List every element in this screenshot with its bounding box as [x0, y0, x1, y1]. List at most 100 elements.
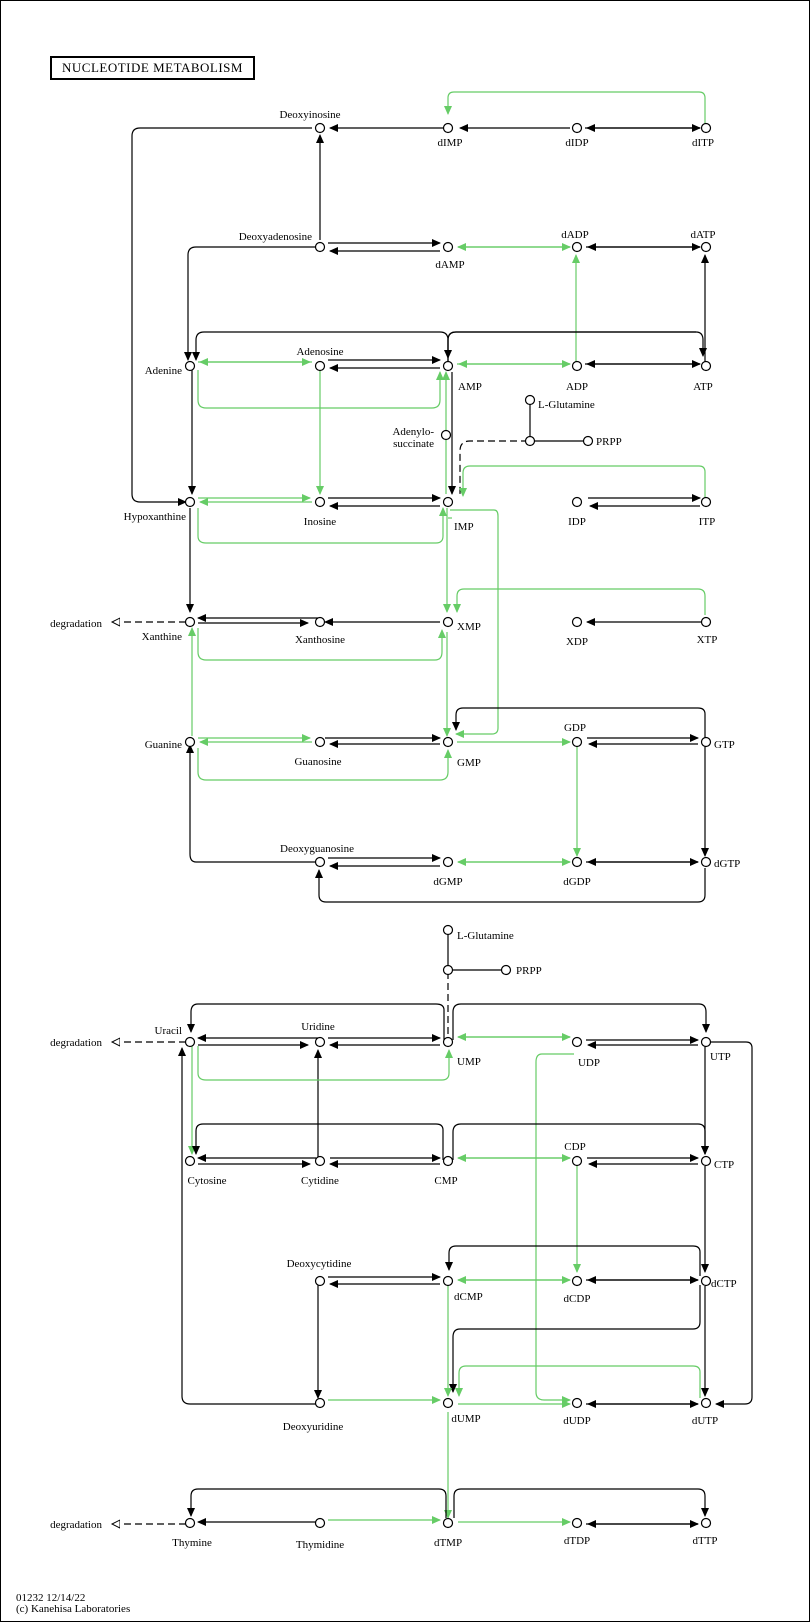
node-gmp[interactable] [442, 736, 454, 748]
node-uridine[interactable] [314, 1036, 326, 1048]
label-prpp-bottom: PRPP [516, 965, 542, 977]
map-title: NUCLEOTIDE METABOLISM [50, 56, 255, 80]
node-dutp[interactable] [700, 1397, 712, 1409]
label-udp: UDP [578, 1057, 600, 1069]
label-dgmp: dGMP [433, 876, 462, 888]
node-cytidine[interactable] [314, 1155, 326, 1167]
node-deoxyguanosine[interactable] [314, 856, 326, 868]
node-adenylosuccinate[interactable] [440, 429, 452, 441]
label-succinate: succinate [393, 438, 434, 450]
node-cdp[interactable] [571, 1155, 583, 1167]
node-deoxycytidine[interactable] [314, 1275, 326, 1287]
label-xmp: XMP [457, 621, 481, 633]
node-udp[interactable] [571, 1036, 583, 1048]
node-deoxyadenosine[interactable] [314, 241, 326, 253]
node-prpp-bottom[interactable] [500, 964, 512, 976]
node-deoxyuridine[interactable] [314, 1397, 326, 1409]
node-atp[interactable] [700, 360, 712, 372]
node-dtdp[interactable] [571, 1517, 583, 1529]
label-cytosine: Cytosine [187, 1175, 226, 1187]
label-dctp: dCTP [711, 1278, 737, 1290]
node-utp[interactable] [700, 1036, 712, 1048]
node-guanosine[interactable] [314, 736, 326, 748]
label-xtp: XTP [697, 634, 718, 646]
label-ctp: CTP [714, 1159, 734, 1171]
node-lglutamine-bottom[interactable] [442, 924, 454, 936]
node-hypoxanthine[interactable] [184, 496, 196, 508]
label-cdp: CDP [564, 1141, 585, 1153]
node-gtp[interactable] [700, 736, 712, 748]
label-gmp: GMP [457, 757, 481, 769]
node-ump[interactable] [442, 1036, 454, 1048]
node-thymine[interactable] [184, 1517, 196, 1529]
node-adenine[interactable] [184, 360, 196, 372]
node-ctp[interactable] [700, 1155, 712, 1167]
node-dadp[interactable] [571, 241, 583, 253]
node-junction-top [524, 435, 536, 447]
label-ump: UMP [457, 1056, 481, 1068]
node-didp[interactable] [571, 122, 583, 134]
node-damp[interactable] [442, 241, 454, 253]
node-xtp[interactable] [700, 616, 712, 628]
node-inosine[interactable] [314, 496, 326, 508]
node-dgtp[interactable] [700, 856, 712, 868]
label-dimp: dIMP [437, 137, 462, 149]
node-uracil[interactable] [184, 1036, 196, 1048]
node-dump[interactable] [442, 1397, 454, 1409]
node-thymidine[interactable] [314, 1517, 326, 1529]
label-didp: dIDP [565, 137, 588, 149]
label-damp: dAMP [435, 259, 464, 271]
node-amp[interactable] [442, 360, 454, 372]
label-cytidine: Cytidine [301, 1175, 339, 1187]
node-cytosine[interactable] [184, 1155, 196, 1167]
node-dttp[interactable] [700, 1517, 712, 1529]
node-dtmp[interactable] [442, 1517, 454, 1529]
node-deoxyinosine[interactable] [314, 122, 326, 134]
label-utp: UTP [710, 1051, 731, 1063]
node-imp[interactable] [442, 496, 454, 508]
node-xdp[interactable] [571, 616, 583, 628]
node-idp[interactable] [571, 496, 583, 508]
node-adenosine[interactable] [314, 360, 326, 372]
label-lglutamine-bottom: L-Glutamine [457, 930, 514, 942]
node-itp[interactable] [700, 496, 712, 508]
label-itp: ITP [699, 516, 716, 528]
node-xanthosine[interactable] [314, 616, 326, 628]
label-deoxyinosine: Deoxyinosine [279, 109, 340, 121]
label-idp: IDP [568, 516, 586, 528]
node-cmp[interactable] [442, 1155, 454, 1167]
label-uracil: Uracil [155, 1025, 182, 1037]
node-adp[interactable] [571, 360, 583, 372]
label-thymidine: Thymidine [296, 1539, 344, 1551]
label-xanthosine: Xanthosine [295, 634, 345, 646]
node-datp[interactable] [700, 241, 712, 253]
label-dump: dUMP [451, 1413, 480, 1425]
node-guanine[interactable] [184, 736, 196, 748]
node-lglutamine-top[interactable] [524, 394, 536, 406]
node-dimp[interactable] [442, 122, 454, 134]
footer-map-id: 01232 12/14/22 [16, 1592, 86, 1604]
node-ditp[interactable] [700, 122, 712, 134]
label-adenine: Adenine [145, 365, 182, 377]
node-xmp[interactable] [442, 616, 454, 628]
node-xanthine[interactable] [184, 616, 196, 628]
label-degradation-uracil: degradation [50, 1037, 102, 1049]
label-xdp: XDP [566, 636, 588, 648]
label-atp: ATP [693, 381, 713, 393]
node-dgmp[interactable] [442, 856, 454, 868]
node-dctp[interactable] [700, 1275, 712, 1287]
label-adenosine: Adenosine [296, 346, 343, 358]
node-dgdp[interactable] [571, 856, 583, 868]
label-deoxyguanosine: Deoxyguanosine [280, 843, 354, 855]
label-dgdp: dGDP [563, 876, 591, 888]
node-dcdp[interactable] [571, 1275, 583, 1287]
node-gdp[interactable] [571, 736, 583, 748]
label-degradation-thymine: degradation [50, 1519, 102, 1531]
footer: 01232 12/14/22 (c) Kanehisa Laboratories [16, 1593, 130, 1615]
node-dudp[interactable] [571, 1397, 583, 1409]
label-datp: dATP [690, 229, 715, 241]
node-dcmp[interactable] [442, 1275, 454, 1287]
label-guanosine: Guanosine [294, 756, 341, 768]
node-prpp-top[interactable] [582, 435, 594, 447]
label-dcdp: dCDP [564, 1293, 591, 1305]
